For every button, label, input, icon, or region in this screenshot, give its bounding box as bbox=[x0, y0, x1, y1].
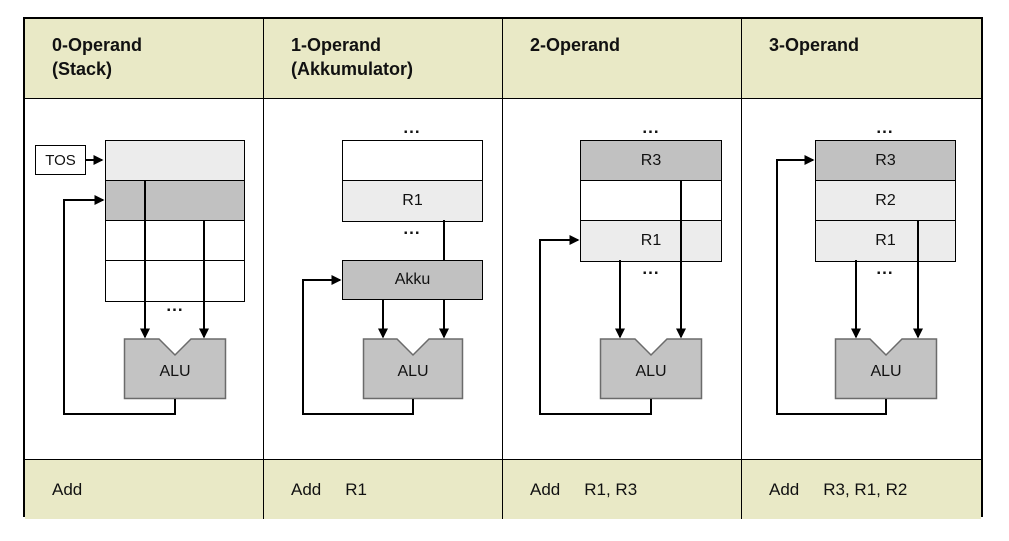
stack-cell bbox=[106, 221, 244, 261]
alu-result-feedback-line bbox=[302, 275, 414, 415]
header-title: 3-Operand bbox=[769, 35, 860, 55]
instruction-operands: R1, R3 bbox=[584, 479, 638, 499]
alu-label: ALU bbox=[159, 363, 191, 380]
register-cell-r3: R3 bbox=[816, 141, 955, 181]
ellipsis-top: ... bbox=[403, 118, 421, 137]
instruction-operands: R1 bbox=[345, 479, 367, 499]
stack-cell-top bbox=[106, 141, 244, 181]
ellipsis-bottom: ... bbox=[166, 296, 184, 315]
header-title: 0-Operand bbox=[52, 35, 143, 55]
header-title: 2-Operand bbox=[530, 35, 621, 55]
ellipsis-middle: ... bbox=[403, 219, 421, 238]
register-cell-r1: R1 bbox=[581, 221, 721, 261]
operand-architecture-table: 0-Operand (Stack) 1-Operand (Akkumulator… bbox=[23, 17, 983, 519]
diagram-1-operand-akkumulator: R1 Akku ... ... ALU bbox=[264, 99, 503, 459]
register-cell-r1: R1 bbox=[343, 181, 482, 221]
ellipsis-top: ... bbox=[642, 118, 660, 137]
stack-cell bbox=[106, 261, 244, 301]
instruction-mnemonic: Add bbox=[530, 479, 561, 499]
instruction-example-3: Add R3, R1, R2 bbox=[742, 459, 981, 519]
diagram-3-operand: R3 R2 R1 ... ... ALU bbox=[742, 99, 981, 459]
instruction-mnemonic: Add bbox=[52, 479, 83, 499]
register-cell-r1: R1 bbox=[816, 221, 955, 261]
diagram-0-operand-stack: TOS ... ALU bbox=[25, 99, 264, 459]
ellipsis-bottom: ... bbox=[642, 259, 660, 278]
register-stack: R3 R1 bbox=[580, 140, 722, 262]
header-subtitle: (Akkumulator) bbox=[291, 59, 414, 79]
register-cell bbox=[343, 141, 482, 181]
tos-box: TOS bbox=[35, 145, 86, 175]
register-stack: R1 bbox=[342, 140, 483, 222]
header-cell-0-operand: 0-Operand (Stack) bbox=[25, 19, 264, 99]
stack-cell-second bbox=[106, 181, 244, 221]
alu-result-feedback-line bbox=[539, 235, 652, 415]
register-cell-r3: R3 bbox=[581, 141, 721, 181]
register-cell bbox=[581, 181, 721, 221]
instruction-example-1: Add R1 bbox=[264, 459, 503, 519]
alu-label: ALU bbox=[635, 363, 667, 380]
alu-label: ALU bbox=[397, 363, 429, 380]
instruction-mnemonic: Add bbox=[769, 479, 800, 499]
akku-box: Akku bbox=[342, 260, 483, 300]
header-subtitle: (Stack) bbox=[52, 59, 113, 79]
header-cell-2-operand: 2-Operand bbox=[503, 19, 742, 99]
ellipsis-bottom: ... bbox=[876, 259, 894, 278]
header-cell-1-operand: 1-Operand (Akkumulator) bbox=[264, 19, 503, 99]
instruction-mnemonic: Add bbox=[291, 479, 322, 499]
instruction-operands: R3, R1, R2 bbox=[823, 479, 908, 499]
header-title: 1-Operand bbox=[291, 35, 382, 55]
instruction-example-0: Add bbox=[25, 459, 264, 519]
ellipsis-top: ... bbox=[876, 118, 894, 137]
instruction-example-2: Add R1, R3 bbox=[503, 459, 742, 519]
alu-label: ALU bbox=[870, 363, 902, 380]
register-stack bbox=[105, 140, 245, 302]
register-cell-r2: R2 bbox=[816, 181, 955, 221]
diagram-2-operand: R3 R1 ... ... ALU bbox=[503, 99, 742, 459]
register-stack: R3 R2 R1 bbox=[815, 140, 956, 262]
header-cell-3-operand: 3-Operand bbox=[742, 19, 981, 99]
